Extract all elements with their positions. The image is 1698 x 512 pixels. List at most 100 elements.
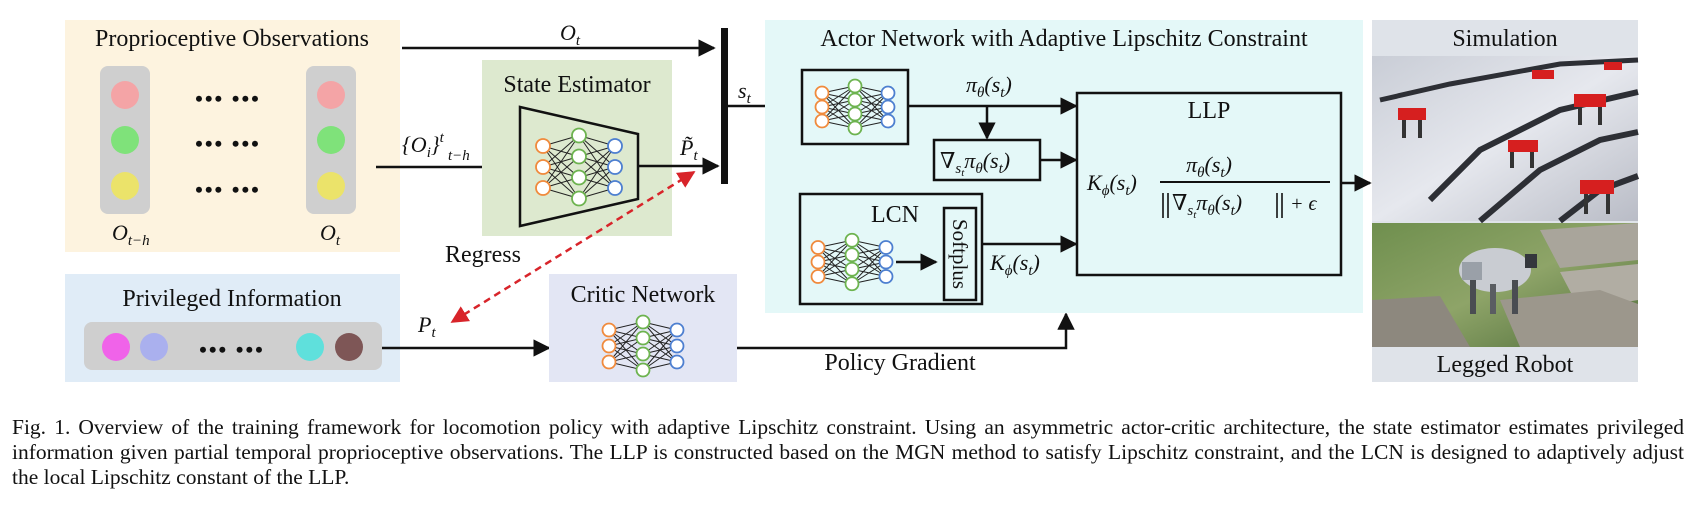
- priv-dot-cyan: [296, 333, 324, 361]
- network-node: [607, 159, 623, 175]
- obs-dot-yellow: [111, 172, 139, 200]
- priv-dot-magenta: [102, 333, 130, 361]
- math-o-t-minus-h: Ot−h: [112, 220, 150, 249]
- network-node: [535, 159, 551, 175]
- lcn-box: [798, 192, 984, 306]
- network-node: [635, 314, 651, 330]
- network-node: [571, 148, 587, 165]
- policy-network-icon: [814, 78, 896, 136]
- network-node: [814, 99, 830, 115]
- network-node: [635, 362, 651, 378]
- privileged-title: Privileged Information: [122, 286, 341, 312]
- network-node: [601, 322, 617, 338]
- network-node: [635, 330, 651, 346]
- network-node: [880, 113, 896, 129]
- math-k-phi: Kϕ(st): [989, 250, 1040, 279]
- math-pi-theta: πθ(st): [966, 72, 1012, 101]
- math-gradient: ∇stπθ(st): [940, 148, 1010, 179]
- network-node: [810, 269, 826, 284]
- network-node: [810, 254, 826, 270]
- network-node: [814, 85, 830, 101]
- policy-gradient-label: Policy Gradient: [824, 350, 976, 376]
- deployment-panel: Simulation: [1372, 20, 1640, 382]
- obs-dot-yellow: [317, 172, 345, 200]
- network-node: [571, 169, 587, 186]
- lcn-network-icon: [810, 232, 894, 292]
- network-node: [844, 232, 860, 248]
- priv-dot-brown: [335, 333, 363, 361]
- ellipsis-dots: ••• •••: [195, 131, 261, 156]
- network-node: [847, 78, 863, 94]
- network-node: [847, 120, 863, 136]
- network-node: [844, 276, 860, 292]
- actor-title: Actor Network with Adaptive Lipschitz Co…: [820, 26, 1308, 52]
- caption-text: Overview of the training framework for l…: [12, 415, 1684, 489]
- network-node: [844, 261, 860, 277]
- math-epsilon: + ϵ: [1290, 193, 1317, 215]
- math-p-tilde: P̃t: [679, 135, 698, 164]
- proprioceptive-panel: Proprioceptive Observations ••• ••• ••• …: [65, 20, 400, 252]
- obs-dot-red: [317, 81, 345, 109]
- math-llp-denominator: ∇stπθ(st): [1172, 190, 1242, 221]
- network-node: [810, 240, 826, 255]
- priv-dot-lavender: [140, 333, 168, 361]
- network-node: [847, 92, 863, 108]
- simulation-image: [1372, 56, 1640, 224]
- critic-panel: Critic Network: [549, 274, 737, 382]
- network-node: [669, 338, 685, 354]
- proprioceptive-title: Proprioceptive Observations: [95, 26, 369, 52]
- obs-dot-green: [111, 126, 139, 154]
- math-llp-numerator: πθ(st): [1186, 152, 1232, 181]
- critic-network-icon: [601, 314, 685, 378]
- ellipsis-dots: ••• •••: [195, 86, 261, 111]
- legged-robot-title: Legged Robot: [1437, 352, 1574, 378]
- regress-label: Regress: [445, 242, 521, 268]
- arrow-policy-gradient: [737, 312, 1075, 350]
- ellipsis-dots: ••• •••: [199, 337, 265, 362]
- critic-title: Critic Network: [571, 282, 716, 308]
- state-estimator-panel: State Estimator: [482, 60, 672, 236]
- network-node: [571, 127, 587, 144]
- math-s-t: st: [738, 78, 752, 107]
- ellipsis-dots: ••• •••: [195, 177, 261, 202]
- network-node: [571, 190, 587, 207]
- concat-bar: [721, 28, 728, 184]
- lcn-title: LCN: [871, 202, 919, 228]
- legged-robot-image: [1372, 223, 1638, 347]
- network-node: [535, 138, 551, 154]
- math-p-t: Pt: [417, 312, 436, 341]
- simulation-title: Simulation: [1452, 26, 1557, 52]
- network-node: [535, 180, 551, 196]
- network-node: [844, 247, 860, 263]
- network-node: [607, 138, 623, 154]
- network-node: [878, 254, 894, 270]
- network-node: [847, 106, 863, 122]
- state-estimator-title: State Estimator: [503, 72, 650, 98]
- network-node: [635, 346, 651, 362]
- network-node: [601, 338, 617, 354]
- obs-dot-green: [317, 126, 345, 154]
- math-o-history-lower: t−h: [448, 148, 470, 164]
- actor-panel: Actor Network with Adaptive Lipschitz Co…: [765, 20, 1363, 313]
- network-node: [880, 85, 896, 101]
- network-node: [814, 113, 830, 129]
- network-node: [669, 322, 685, 338]
- math-o-history: {Oi}t: [402, 130, 445, 161]
- math-llp-k-phi: Kϕ(st): [1086, 170, 1137, 199]
- caption-label: Fig. 1.: [12, 415, 71, 439]
- privileged-panel: Privileged Information ••• •••: [65, 274, 400, 382]
- network-node: [601, 354, 617, 370]
- network-node: [607, 180, 623, 196]
- figure-caption: Fig. 1.Overview of the training framewor…: [12, 415, 1684, 490]
- obs-dot-red: [111, 81, 139, 109]
- network-node: [878, 240, 894, 255]
- softplus-label: Softplus: [948, 219, 972, 289]
- math-o-t: Ot: [320, 220, 341, 249]
- math-o-t-top: Ot: [560, 20, 581, 49]
- network-node: [669, 354, 685, 370]
- network-node: [880, 99, 896, 115]
- llp-title: LLP: [1188, 98, 1231, 124]
- network-node: [878, 269, 894, 284]
- softplus-box: [942, 206, 978, 302]
